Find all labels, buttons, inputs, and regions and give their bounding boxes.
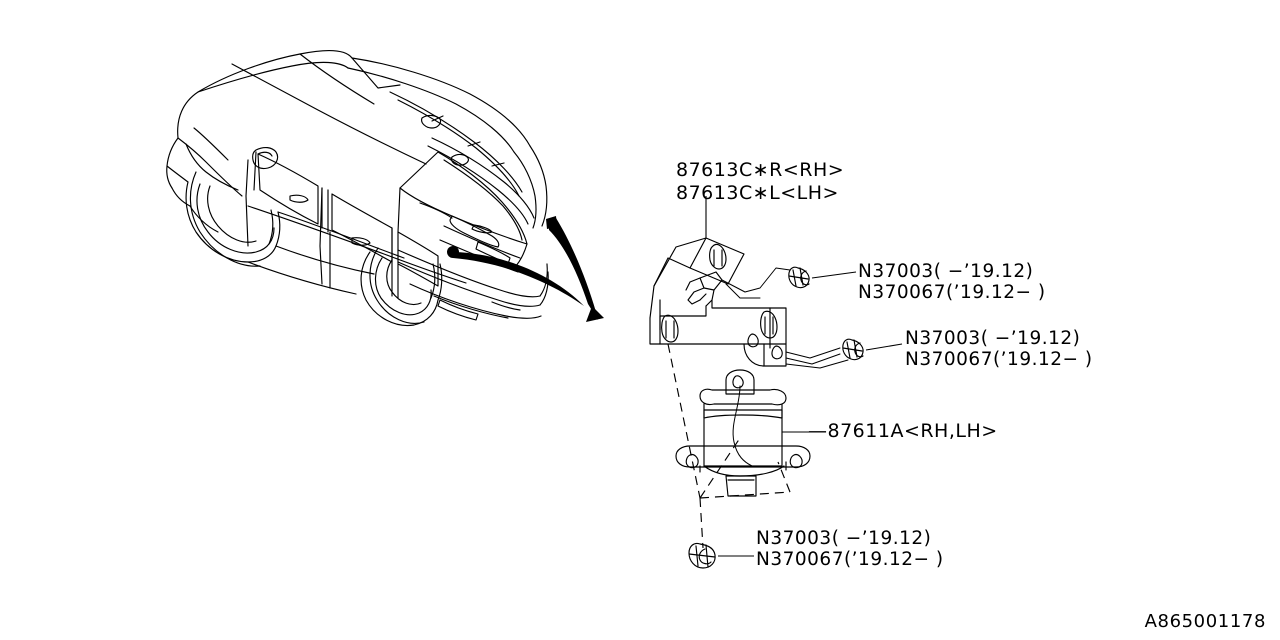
label-fastener-middle-old: N37003( −’19.12) xyxy=(905,328,1081,349)
vehicle-body-outline xyxy=(177,49,531,197)
label-fastener-middle-new: N370067(’19.12− ) xyxy=(905,349,1093,370)
label-fastener-lower-old: N37003( −’19.12) xyxy=(756,528,932,549)
part-sensor-bracket-87613c xyxy=(649,196,849,369)
vehicle-rear-end xyxy=(397,114,549,321)
label-fastener-upper-new: N370067(’19.12− ) xyxy=(858,282,1046,303)
label-sensor-module: —87611A<RH,LH> xyxy=(808,420,998,442)
vehicle-rear-wheel xyxy=(360,247,443,327)
label-fastener-upper-old: N37003( −’19.12) xyxy=(858,261,1034,282)
assembly-dashed-lines xyxy=(667,343,791,549)
diagram-id-code: A865001178 xyxy=(1144,611,1266,632)
vehicle-callout-leaders xyxy=(447,216,604,322)
label-bracket-rh: 87613C∗R<RH> xyxy=(676,159,845,181)
label-fastener-lower-new: N370067(’19.12− ) xyxy=(756,549,944,570)
part-nut-upper xyxy=(788,266,857,289)
vehicle-side-panels xyxy=(166,127,467,299)
label-bracket-lh: 87613C∗L<LH> xyxy=(676,182,839,204)
part-nut-middle xyxy=(842,338,903,361)
part-nut-lower xyxy=(688,542,754,569)
part-sensor-module-87611a xyxy=(675,369,816,497)
